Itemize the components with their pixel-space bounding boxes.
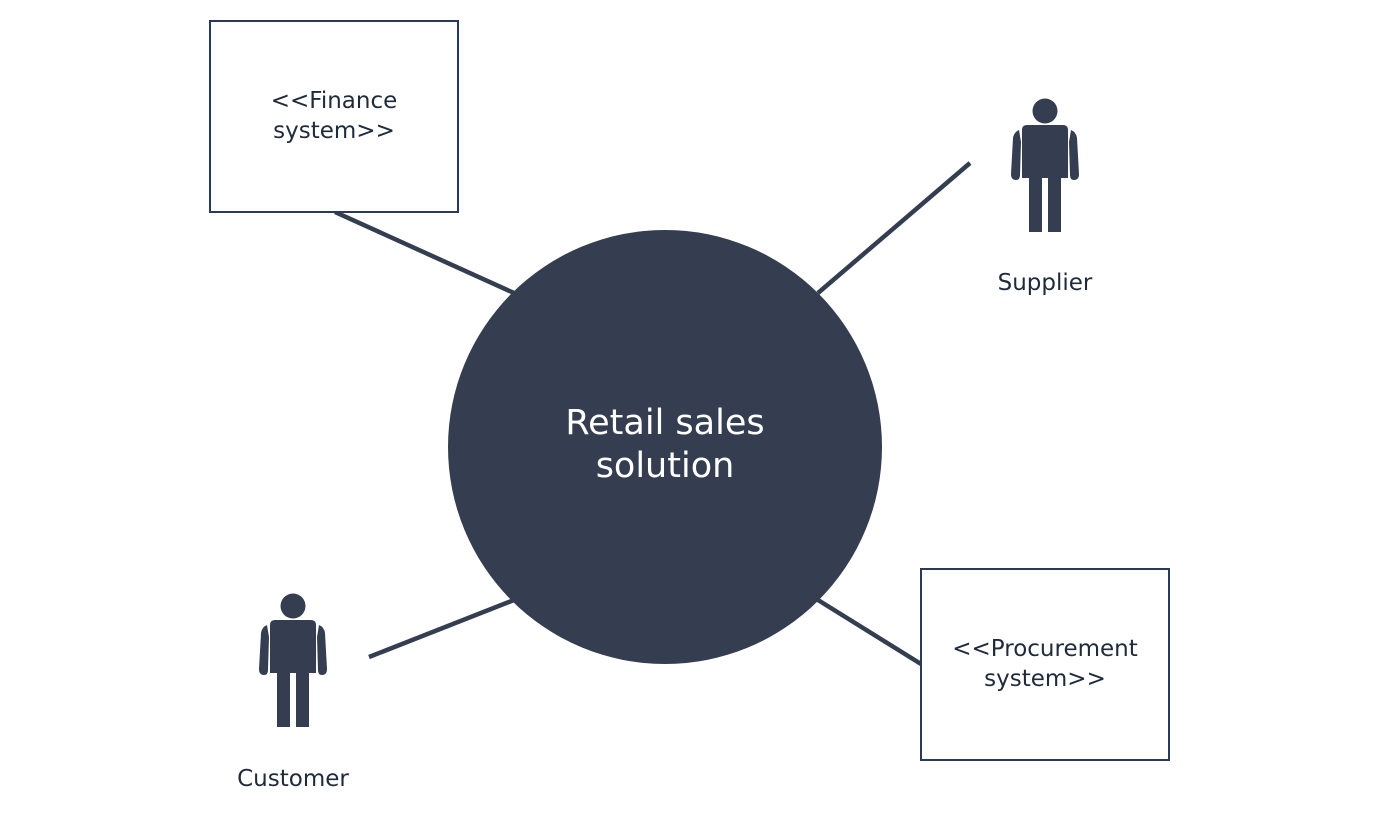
center-label-line1: Retail sales [565,403,765,443]
procurement-system-box [920,568,1170,761]
connector-customer [368,597,515,660]
supplier-label: Supplier [997,270,1093,296]
procurement-label-line2: system>> [984,666,1106,692]
finance-label-line2: system>> [273,118,395,144]
center-label-line2: solution [595,446,735,486]
procurement-label-line1: <<Procurement [952,636,1138,662]
customer-label: Customer [237,766,349,792]
connector-finance [334,209,515,296]
supplier-person-icon [1011,98,1079,232]
finance-system-box [209,20,459,213]
procurement-system-label: <<Procurement system>> [921,634,1169,694]
customer-person-icon [259,593,327,727]
connector-procurement [816,598,923,666]
finance-label-line1: <<Finance [270,88,398,114]
finance-system-label: <<Finance system>> [210,86,458,146]
center-label: Retail sales solution [515,402,815,488]
retail-sales-solution-circle [448,230,882,664]
connector-supplier [816,161,972,295]
